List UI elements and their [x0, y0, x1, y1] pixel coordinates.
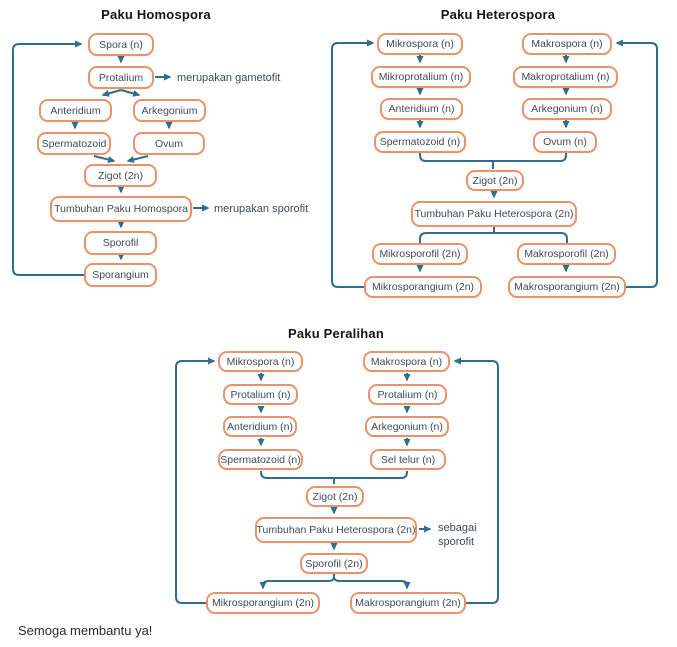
node-peralihan-spermatozoid: Spermatozoid (n)	[218, 449, 303, 470]
node-peralihan-sel-telur: Sel telur (n)	[370, 449, 446, 470]
c3-split-right	[333, 574, 411, 590]
c2-loop-makrosporangium-makrospora	[615, 39, 658, 288]
node-homospora-arkegonium: Arkegonium	[133, 99, 206, 122]
chart-title-heterospora: Paku Heterospora	[440, 7, 556, 22]
node-homospora-spora: Spora (n)	[88, 33, 154, 56]
c3-loop-makrosporangium-makrospora	[453, 357, 499, 604]
node-heterospora-tumbuhan: Tumbuhan Paku Heterospora (2n)	[411, 201, 577, 227]
node-peralihan-mikrosporangium: Mikrosporangium (2n)	[206, 592, 320, 614]
c2-split-bar	[419, 232, 568, 243]
node-heterospora-zigot: Zigot (2n)	[466, 170, 524, 191]
node-heterospora-spermatozoid: Spermatozoid (n)	[374, 131, 466, 153]
node-peralihan-tumbuhan: Tumbuhan Paku Heterospora (2n)	[255, 517, 417, 543]
node-heterospora-ovum: Ovum (n)	[533, 131, 597, 153]
annotation-gametofit: merupakan gametofit	[177, 72, 281, 84]
node-homospora-ovum: Ovum	[133, 132, 205, 155]
node-heterospora-makrosporangium: Makrosporangium (2n)	[508, 276, 626, 298]
node-peralihan-makrospora: Makrospora (n)	[363, 351, 450, 372]
node-homospora-anteridium: Anteridium	[39, 99, 112, 122]
c1-arrow-protalium-arkegonium	[120, 89, 141, 97]
node-homospora-sporofil: Sporofil	[84, 231, 157, 255]
c3-loop-mikrosporangium-mikrospora	[175, 357, 216, 604]
node-peralihan-sporofil: Sporofil (2n)	[300, 553, 368, 574]
node-peralihan-protalium-right: Protalium (n)	[368, 384, 447, 405]
c1-arrow-protalium-anteridium	[101, 89, 122, 97]
node-heterospora-makrosporofil: Makrosporofil (2n)	[517, 243, 616, 265]
node-heterospora-mikrospora: Mikrospora (n)	[377, 33, 463, 55]
node-heterospora-arkegonium: Arkegonium (n)	[522, 98, 612, 120]
node-heterospora-mikrosporofil: Mikrosporofil (2n)	[372, 243, 468, 265]
node-peralihan-protalium-left: Protalium (n)	[223, 384, 298, 405]
c1-arrow-spermatozoid-zigot	[93, 155, 116, 163]
footer-note: Semoga membantu ya!	[18, 623, 153, 638]
node-peralihan-mikrospora: Mikrospora (n)	[218, 351, 303, 372]
node-peralihan-zigot: Zigot (2n)	[306, 486, 364, 507]
node-heterospora-makrospora: Makrospora (n)	[522, 33, 612, 55]
node-homospora-sporangium: Sporangium	[84, 263, 157, 287]
node-homospora-protalium: Protalium	[88, 66, 154, 89]
annotation-sporofit-homospora: merupakan sporofit	[214, 203, 309, 215]
node-heterospora-mikrosporangium: Mikrosporangium (2n)	[364, 276, 482, 298]
node-peralihan-anteridium: Anteridium (n)	[223, 416, 297, 437]
node-peralihan-makrosporangium: Makrosporangium (2n)	[350, 592, 466, 614]
c3-converge-bar	[260, 471, 408, 479]
node-heterospora-mikroprotalium: Mikroprotalium (n)	[371, 66, 471, 88]
annotation-sporofit-peralihan: sebagai sporofit	[438, 522, 477, 548]
c3-split-left	[259, 574, 335, 590]
node-heterospora-makroprotalium: Makroprotalium (n)	[513, 66, 618, 88]
node-homospora-zigot: Zigot (2n)	[84, 164, 157, 187]
c2-loop-mikrosporangium-mikrospora	[331, 39, 375, 288]
chart-title-peralihan: Paku Peralihan	[287, 326, 384, 341]
node-heterospora-anteridium: Anteridium (n)	[380, 98, 463, 120]
chart-title-homospora: Paku Homospora	[101, 7, 211, 22]
c1-arrow-ovum-zigot	[126, 155, 149, 163]
node-homospora-spermatozoid: Spermatozoid	[37, 132, 111, 155]
c2-converge-bar	[419, 153, 567, 162]
node-peralihan-arkegonium: Arkegonium (n)	[365, 416, 449, 437]
node-homospora-tumbuhan: Tumbuhan Paku Homospora	[50, 196, 192, 222]
c1-loop-sporangium-spora	[12, 40, 84, 276]
